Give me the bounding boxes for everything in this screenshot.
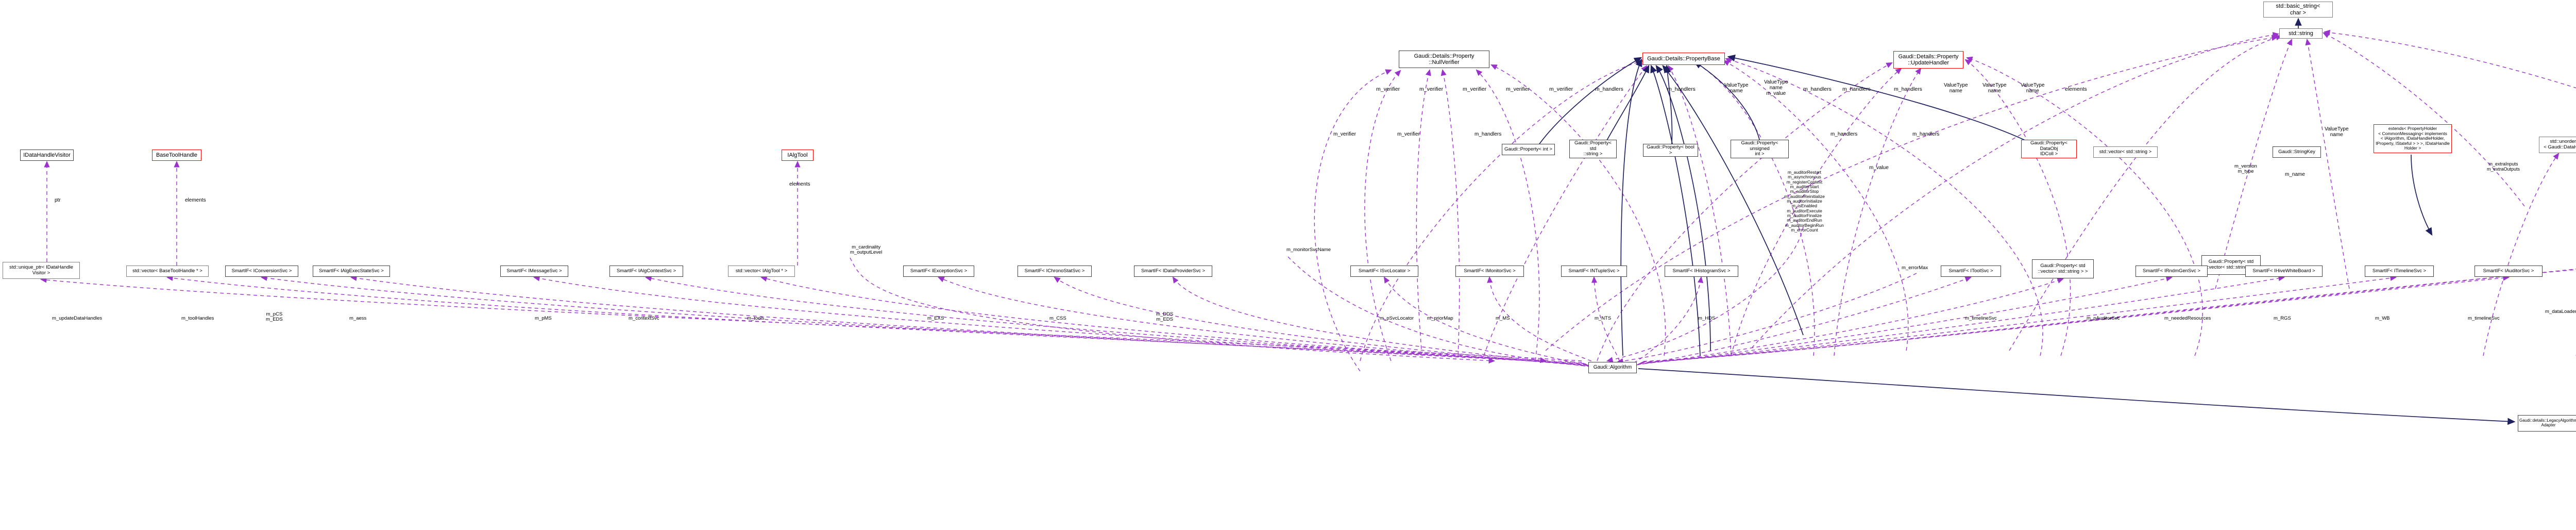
class-node-propertybase[interactable]: Gaudi::Details::PropertyBase — [1642, 53, 1725, 65]
class-node-smartif_iconv[interactable]: SmartIF< IConversionSvc > — [225, 266, 298, 277]
edge-label: m_tools — [747, 316, 765, 321]
edge-label: m_timelineSvc — [1965, 316, 1997, 321]
edge-label: m_version m_type — [2234, 163, 2257, 175]
class-node-smartif_ialgexec[interactable]: SmartIF< IAlgExecStateSvc > — [313, 266, 390, 277]
edge-label: ValueType name — [2325, 126, 2349, 138]
class-node-smartif_ialgctx[interactable]: SmartIF< IAlgContextSvc > — [609, 266, 683, 277]
edge-label: m_priorMap — [1427, 316, 1453, 321]
class-node-smartif_iauditor[interactable]: SmartIF< IAuditorSvc > — [2475, 266, 2543, 277]
edge-label: m_pAuditorSvc — [2087, 316, 2120, 321]
class-node-vector_ialgtool[interactable]: std::vector< IAlgTool * > — [728, 266, 795, 277]
edge-label: m_handlers — [1842, 86, 1871, 92]
edge-label: m_verifier — [1419, 86, 1444, 92]
class-node-smartif_imsg[interactable]: SmartIF< IMessageSvc > — [500, 266, 568, 277]
edge-label: ValueType name — [1944, 82, 1968, 94]
class-node-nullverifier[interactable]: Gaudi::Details::Property ::NullVerifier — [1399, 51, 1489, 68]
class-node-basicstring[interactable]: std::basic_string< char > — [2263, 2, 2333, 18]
edge-label: m_CSS — [1049, 316, 1066, 321]
edge-label: m_updateDataHandles — [52, 316, 103, 321]
class-node-stringkey[interactable]: Gaudi::StringKey — [2273, 146, 2321, 158]
class-node-gaudi_algorithm[interactable]: Gaudi::Algorithm — [1588, 362, 1637, 373]
edge-label: m_cardinality m_outputLevel — [850, 244, 883, 256]
edge-label: m_dataLoader — [2545, 309, 2576, 314]
class-node-smartif_ichrono[interactable]: SmartIF< IChronoStatSvc > — [1018, 266, 1092, 277]
edge-label: elements — [789, 181, 810, 187]
edge-label: m_contextSvc — [629, 316, 659, 321]
edge-label: m_pCS m_EDS — [266, 311, 283, 323]
edge-label: ValueType name — [1982, 82, 2007, 94]
edge-label: m_handlers — [1912, 131, 1940, 137]
edge-label: m_HDS — [1698, 316, 1716, 321]
class-node-basetoolhandle[interactable]: BaseToolHandle — [152, 150, 201, 161]
edge-label: m_verifier — [1376, 86, 1400, 92]
edge-label: m_neededResources — [2164, 316, 2211, 321]
edge-label: m_verifier — [1333, 131, 1356, 137]
edge-label: ValueType name m_value — [1764, 79, 1788, 96]
class-node-property_doid[interactable]: Gaudi::Property< DataObj IDColl > — [2021, 140, 2077, 158]
edge-label: m_handlers — [1475, 131, 1502, 137]
class-node-unorderedset_dh[interactable]: std::unordered_set < Gaudi::DataHandle *… — [2539, 137, 2576, 153]
class-node-smartif_idataprov[interactable]: SmartIF< IDataProviderSvc > — [1134, 266, 1212, 277]
edge-label: m_aess — [349, 316, 367, 321]
class-node-extends[interactable]: extends< PropertyHolder < CommonMessagin… — [2374, 124, 2452, 153]
class-node-smartif_isvcloc[interactable]: SmartIF< ISvcLocator > — [1350, 266, 1418, 277]
edge-label: m_auditorRestart m_asynchronous m_regist… — [1784, 170, 1825, 233]
class-node-legacyadapter[interactable]: Gaudi::details::LegacyAlgorithm Adapter — [2518, 415, 2576, 432]
edge-label: ValueType name — [2021, 82, 2045, 94]
edge-label: elements — [2065, 86, 2087, 92]
edge-label: m_handlers — [1894, 86, 1922, 92]
class-node-property_uint[interactable]: Gaudi::Property< unsigned int > — [1731, 140, 1789, 158]
class-node-vector_string[interactable]: std::vector< std::string > — [2093, 146, 2158, 158]
edge-label: m_errorMax — [1902, 265, 1928, 271]
edge-label: m_RGS — [2274, 316, 2291, 321]
edge-label: m_handlers — [1595, 86, 1623, 92]
class-node-property_string[interactable]: Gaudi::Property< std ::string > — [1569, 140, 1617, 158]
class-node-idatahandlevisitor[interactable]: IDataHandleVisitor — [20, 150, 74, 161]
edge-label: m_verifier — [1506, 86, 1530, 92]
edge-label: m_MS — [1496, 316, 1510, 321]
class-node-updatehandler[interactable]: Gaudi::Details::Property ::UpdateHandler — [1893, 51, 1963, 69]
class-node-smartif_itimeline[interactable]: SmartIF< ITimelineSvc > — [2365, 266, 2434, 277]
edge-label: m_pSvcLocator — [1380, 316, 1414, 321]
class-node-vector_btoolhandle[interactable]: std::vector< BaseToolHandle * > — [126, 266, 209, 277]
edge-label: m_verifier — [1463, 86, 1487, 92]
edge-label: m_value — [1869, 165, 1889, 171]
edge-label: ValueType name — [1724, 82, 1749, 94]
edge-label: elements — [185, 197, 206, 203]
edge-label: m_handlers — [1803, 86, 1832, 92]
edge-label: m_timelineSvc — [2468, 316, 2500, 321]
class-node-stdstring[interactable]: std::string — [2279, 28, 2323, 39]
edge-label: m_monitorSvcName — [1286, 247, 1331, 253]
class-node-property_vecstr2[interactable]: Gaudi::Property< std ::vector< std::stri… — [2032, 259, 2094, 278]
class-node-smartif_itool[interactable]: SmartIF< IToolSvc > — [1941, 266, 2001, 277]
edge-label: m_WB — [2375, 316, 2390, 321]
class-node-smartif_ihisto[interactable]: SmartIF< IHistogramSvc > — [1665, 266, 1738, 277]
class-node-smartif_imonitor[interactable]: SmartIF< IMonitorSvc > — [1455, 266, 1524, 277]
edge-label: m_toolHandles — [181, 316, 214, 321]
edge-label: m_extraInputs m_extraOutputs — [2487, 161, 2520, 172]
edge-label: m_verifier — [1549, 86, 1573, 92]
edge-label: m_DDS m_EDS — [1156, 311, 1174, 323]
class-node-ihistotool[interactable]: IAlgTool — [782, 150, 814, 161]
class-node-property_int[interactable]: Gaudi::Property< int > — [1502, 144, 1555, 155]
class-node-smartif_irndm[interactable]: SmartIF< IRndmGenSvc > — [2136, 266, 2208, 277]
edge-label: m_pMS — [535, 316, 552, 321]
class-node-uniqueptr_visitor[interactable]: std::unique_ptr< IDataHandle Visitor > — [3, 262, 80, 279]
edge-label: ptr — [55, 197, 61, 203]
edge-label: m_handlers — [1831, 131, 1858, 137]
edge-label: m_verifier — [1397, 131, 1420, 137]
edge-label: m_NTS — [1595, 316, 1612, 321]
edge-label: m_EXS — [927, 316, 944, 321]
class-node-property_bool[interactable]: Gaudi::Property< bool > — [1643, 144, 1698, 157]
edge-label: m_name — [2285, 172, 2305, 177]
class-node-smartif_iexc[interactable]: SmartIF< IExceptionSvc > — [903, 266, 974, 277]
edge-label: m_handlers — [1667, 86, 1696, 92]
class-node-smartif_ihive[interactable]: SmartIF< IHiveWhiteBoard > — [2245, 266, 2323, 277]
class-node-smartif_intuple[interactable]: SmartIF< INTupleSvc > — [1561, 266, 1627, 277]
